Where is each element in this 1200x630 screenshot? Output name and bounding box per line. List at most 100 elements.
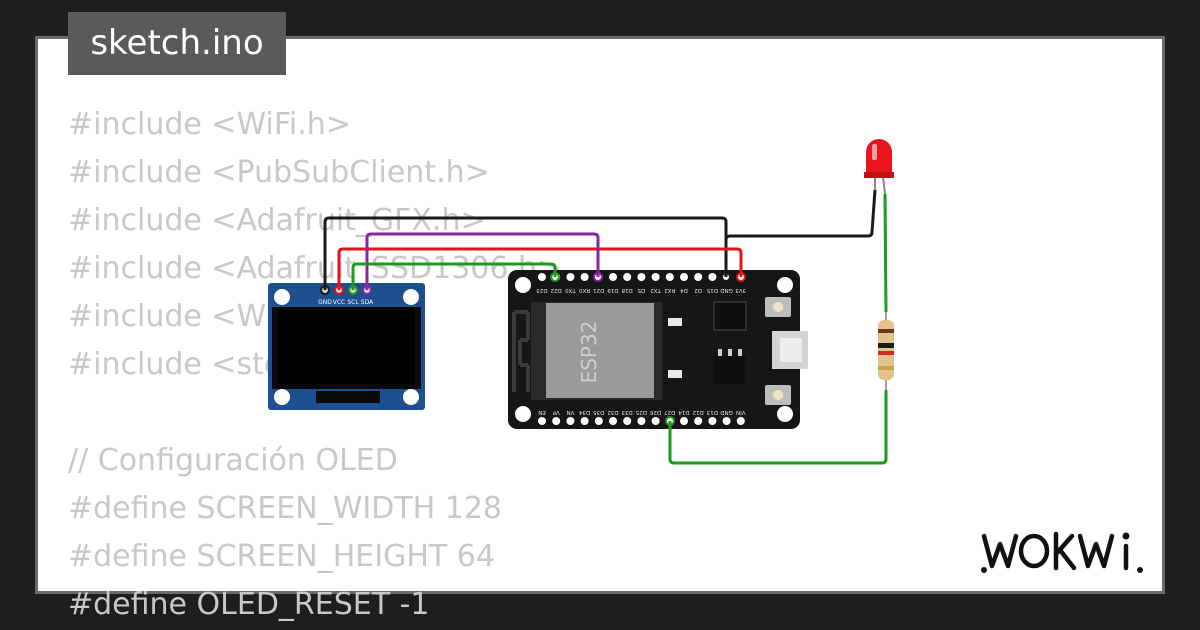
code-line: #include <Adafruit_GFX.h> — [68, 203, 486, 238]
smd-part — [668, 318, 682, 326]
esp32-pin-d32[interactable] — [609, 417, 617, 425]
esp32-pin-vn[interactable] — [566, 417, 575, 425]
esp32-pin-d25[interactable] — [637, 417, 646, 425]
esp32-pin-rx2[interactable] — [665, 273, 674, 281]
esp32-pin-label: TX2 — [650, 287, 662, 293]
esp32-pin-d13[interactable] — [708, 417, 717, 425]
mount-hole — [274, 289, 290, 305]
code-line: #define SCREEN_HEIGHT 64 — [68, 539, 495, 574]
voltage-regulator — [714, 356, 746, 384]
esp32-pin-d15[interactable] — [708, 273, 717, 281]
wokwi-logo — [981, 531, 1143, 573]
esp32-pin-label: D25 — [635, 409, 647, 415]
esp32-pin-label: D15 — [706, 287, 718, 293]
micro-usb-socket — [780, 338, 802, 362]
code-line: #include <PubSubClient.h> — [68, 155, 490, 190]
mount-hole — [515, 277, 531, 293]
mount-hole — [515, 406, 531, 422]
wire-endpoint — [320, 285, 330, 295]
wire-resistor-d27[interactable] — [668, 390, 888, 465]
esp32-pin-label: RX0 — [579, 287, 591, 293]
mount-hole — [403, 389, 419, 405]
esp32-pin-d2[interactable] — [694, 273, 703, 281]
wire-sda[interactable] — [365, 232, 600, 290]
esp32-pin-label: D19 — [607, 287, 619, 293]
esp32-pin-d33[interactable] — [623, 417, 632, 425]
resistor-body — [878, 320, 894, 380]
esp32-pin-label: D34 — [578, 409, 590, 415]
esp32-pin-label: D18 — [621, 287, 633, 293]
esp32-pin-tx0[interactable] — [566, 273, 575, 281]
esp32-pin-tx2[interactable] — [651, 273, 660, 281]
esp32-pin-label: GND — [720, 409, 733, 415]
wire-gnd-led[interactable] — [724, 189, 877, 277]
esp32-pin-label: D23 — [536, 287, 548, 293]
wire-endpoint — [334, 285, 344, 295]
oled-ribbon — [316, 391, 380, 403]
esp32-pin-label: D5 — [637, 287, 645, 293]
esp32-chip-label: ESP32 — [577, 321, 601, 384]
resistor-band — [878, 366, 894, 370]
oled-pin-label: SCL — [347, 299, 359, 306]
esp32-pin-d14[interactable] — [680, 417, 688, 425]
esp32-pin-d34[interactable] — [580, 417, 589, 425]
mount-hole — [274, 389, 290, 405]
wire-scl[interactable] — [351, 262, 557, 290]
mount-hole — [777, 406, 793, 422]
resistor[interactable] — [878, 312, 894, 390]
esp32-pin-d26[interactable] — [651, 417, 660, 425]
resistor-band — [878, 343, 894, 348]
esp32-pin-gnd[interactable] — [722, 417, 731, 425]
esp32-pin-d18[interactable] — [623, 273, 632, 281]
file-tab[interactable]: sketch.ino — [68, 12, 286, 75]
esp32-pin-rx0[interactable] — [580, 273, 589, 281]
wire-gnd-oled-esp[interactable] — [323, 216, 728, 290]
wire-endpoint — [348, 285, 358, 295]
resistor-band — [878, 329, 894, 333]
esp32-pin-d12[interactable] — [694, 417, 703, 425]
button-cap — [773, 390, 783, 400]
led-leg-anode — [882, 175, 886, 195]
red-led[interactable] — [864, 139, 894, 195]
code-line: #define SCREEN_WIDTH 128 — [68, 491, 503, 526]
wire-endpoint — [736, 272, 746, 282]
pcb-antenna — [512, 310, 530, 392]
esp32-pin-d35[interactable] — [594, 417, 603, 425]
mount-hole — [777, 277, 793, 293]
oled-pin-label: SDA — [361, 299, 374, 306]
usb-bridge-chip — [713, 301, 747, 331]
esp32-pin-d23[interactable] — [538, 273, 546, 281]
regulator-pin — [728, 349, 732, 356]
esp32-pin-label: D14 — [678, 409, 690, 415]
resistor-band — [878, 351, 894, 355]
esp32-pin-label: VN — [566, 409, 574, 415]
oled-screen — [278, 310, 415, 384]
esp32-pin-label: VP — [552, 409, 560, 415]
esp32-pin-d4[interactable] — [680, 273, 688, 281]
esp32-pin-label: D13 — [706, 409, 718, 415]
wire-endpoint — [550, 272, 560, 282]
esp32-pin-label: 3V3 — [735, 287, 746, 293]
wire-vcc[interactable] — [337, 247, 743, 290]
wire-led-resistor[interactable] — [883, 193, 888, 313]
esp32-pin-vin[interactable] — [736, 417, 745, 425]
esp32-pin-d19[interactable] — [609, 273, 617, 281]
esp32-pin-label: D4 — [680, 287, 688, 293]
esp32-pin-label: D21 — [593, 287, 604, 293]
led-highlight — [872, 144, 877, 160]
esp32-pin-label: D12 — [693, 409, 704, 415]
esp32-pin-vp[interactable] — [552, 417, 561, 425]
oled-display[interactable]: GND VCC SCL SDA — [268, 283, 425, 410]
esp32-pin-label: VIN — [736, 409, 746, 415]
esp32-pin-en[interactable] — [538, 417, 546, 425]
esp32-chip — [546, 303, 654, 398]
wire-endpoint — [665, 416, 675, 426]
code-line: #define OLED_RESET -1 — [68, 587, 430, 622]
esp32-pin-d5[interactable] — [637, 273, 646, 281]
esp32-pin-label: RX2 — [664, 287, 675, 293]
wire-endpoint — [593, 272, 603, 282]
wire-endpoint — [721, 272, 731, 282]
esp32-pin-label: GND — [720, 287, 733, 293]
